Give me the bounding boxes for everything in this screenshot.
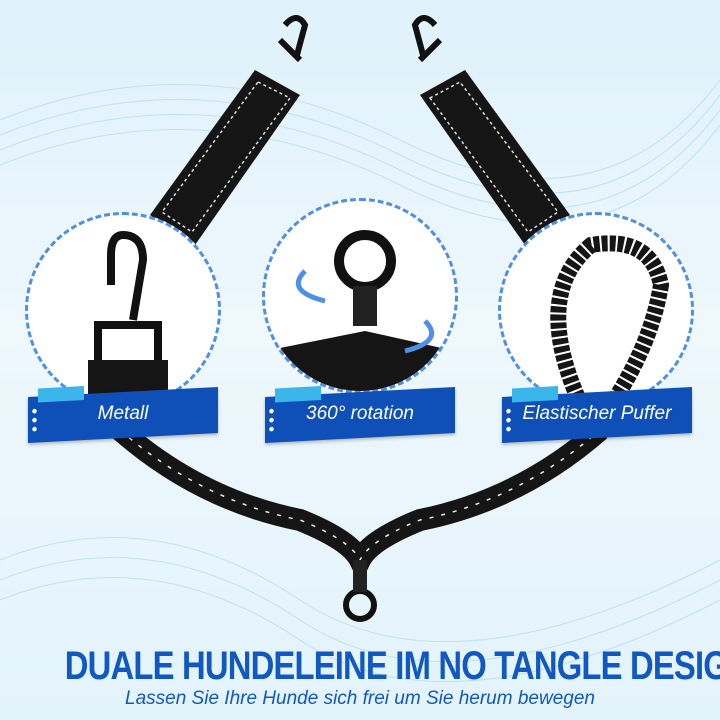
headline-subtitle: Lassen Sie Ihre Hunde sich frei um Sie h…	[125, 688, 595, 709]
banner-tab	[275, 386, 321, 403]
bungee-loop-icon	[550, 235, 670, 405]
right-strap	[411, 15, 570, 245]
left-strap	[150, 15, 309, 245]
feature-label: Metall	[97, 403, 149, 424]
swivel-ring-icon	[265, 230, 455, 391]
center-swivel-ring	[343, 588, 377, 622]
bungee-leash	[112, 421, 608, 585]
feature-circle-metal	[25, 212, 221, 408]
banner-tab	[38, 386, 84, 403]
feature-label: Elastischer Puffer	[522, 403, 672, 424]
feature-circle-rotation	[262, 198, 458, 394]
feature-label: 360° rotation	[306, 403, 414, 424]
metal-snap-hook-icon	[88, 231, 168, 405]
headline-title: DUALE HUNDELEINE IM NO TANGLE DESIGN	[64, 644, 720, 688]
banner-tab	[512, 386, 558, 403]
feature-circle-elastic	[498, 212, 694, 408]
